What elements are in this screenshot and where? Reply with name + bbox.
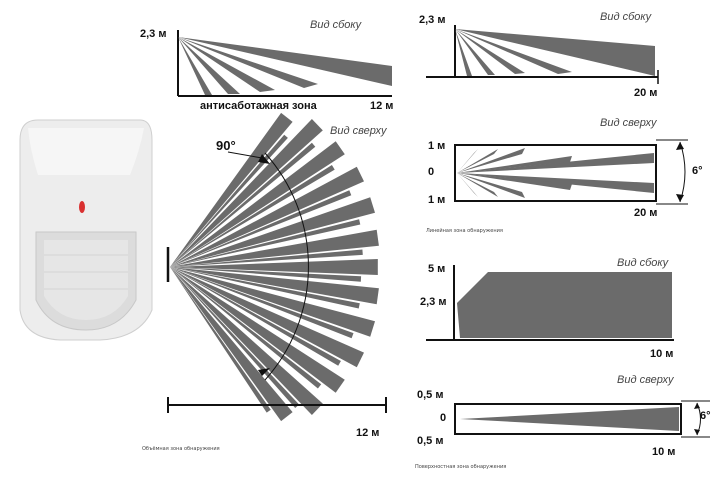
fan-beam-thin	[170, 267, 360, 309]
top-view-3-mid: 0	[440, 412, 447, 424]
top-view-3	[454, 400, 710, 438]
side-view-3-mount: 2,3 м	[420, 296, 447, 308]
side-view-3-title: Вид сбоку	[617, 257, 669, 269]
fan-beam	[170, 112, 293, 268]
side-view-1-title: Вид сбоку	[310, 19, 362, 31]
fan-beam	[170, 267, 375, 337]
side-view-1-zone-label: антисаботажная зона	[200, 100, 317, 112]
side-view-2-title: Вид сбоку	[600, 11, 652, 23]
top-view-1	[166, 112, 387, 422]
fan-beam-thin	[170, 249, 363, 267]
top-view-2-title: Вид сверху	[600, 117, 657, 129]
top-view-2-top: 1 м	[428, 140, 446, 152]
fan-beam	[170, 259, 378, 275]
fan-beam	[170, 119, 323, 267]
top-view-1-angle: 90°	[216, 138, 236, 153]
fan-beams	[170, 112, 379, 422]
side-view-3-range: 10 м	[650, 348, 674, 360]
led-indicator	[79, 201, 85, 213]
fan-beam-thin	[170, 134, 288, 267]
fan-beam-thin	[170, 142, 316, 267]
fan-beam-thin	[170, 267, 354, 339]
top-view-2-bottom: 1 м	[428, 194, 446, 206]
top-view-3-bottom: 0,5 м	[417, 435, 444, 447]
top-view-2	[454, 139, 688, 205]
top-view-3-range: 10 м	[652, 446, 676, 458]
top-view-1-range: 12 м	[356, 427, 380, 439]
fan-beam-thin	[170, 165, 335, 267]
fan-beam	[170, 141, 345, 267]
fan-beam	[170, 267, 345, 393]
top-view-2-range: 20 м	[634, 207, 658, 219]
fan-beam	[170, 166, 364, 267]
side-view-2-height: 2,3 м	[419, 14, 446, 26]
fan-beam-thin	[170, 219, 361, 267]
fan-beam	[170, 229, 379, 267]
fan-beam	[170, 267, 293, 422]
fan-beam	[170, 267, 364, 368]
fan-beam-thin	[170, 267, 271, 413]
fan-beam-thin	[170, 267, 300, 408]
fan-beam-thin	[170, 267, 362, 282]
fan-beam-thin	[170, 267, 322, 389]
fan-beam	[170, 267, 323, 415]
top-view-3-caption: Поверхностная зона обнаружения	[415, 464, 507, 470]
top-view-2-mid: 0	[428, 166, 435, 178]
top-view-3-angle: 6°	[700, 410, 711, 422]
top-view-1-caption: Объёмная зона обнаружения	[142, 446, 220, 452]
motion-sensor-device	[19, 119, 153, 341]
side-view-2-range: 20 м	[634, 87, 658, 99]
fan-beam-thin	[170, 267, 341, 366]
side-view-3	[426, 265, 674, 341]
top-view-3-title: Вид сверху	[617, 374, 674, 386]
side-view-1-height: 2,3 м	[140, 28, 167, 40]
top-view-3-top: 0,5 м	[417, 389, 444, 401]
top-view-1-title: Вид сверху	[330, 125, 387, 137]
top-view-2-angle: 6°	[692, 165, 703, 177]
side-view-2	[426, 25, 659, 84]
fan-beam	[170, 197, 375, 267]
fan-beam	[170, 267, 379, 305]
side-view-1	[177, 30, 392, 97]
top-view-2-caption: Линейная зона обнаружения	[426, 228, 503, 234]
side-view-1-range: 12 м	[370, 100, 394, 112]
side-view-3-top: 5 м	[428, 263, 446, 275]
fan-beam-thin	[170, 190, 352, 267]
